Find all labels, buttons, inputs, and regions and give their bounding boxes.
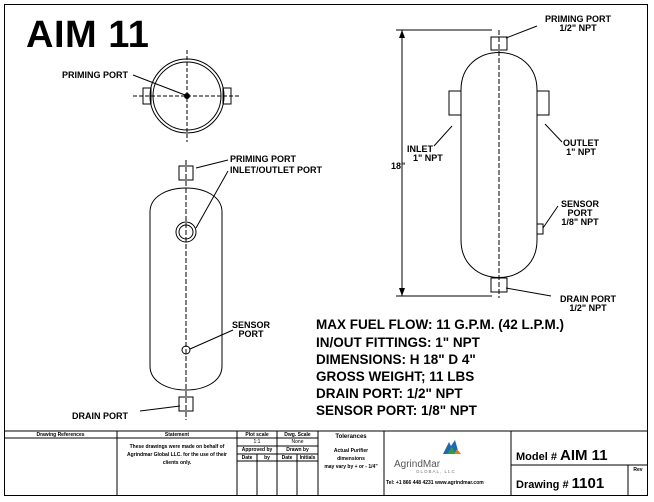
- front-drain-port-label: DRAIN PORT: [72, 411, 128, 421]
- side-view: [396, 25, 563, 298]
- model-number: Model # AIM 11: [516, 447, 608, 464]
- spec-line: SENSOR PORT: 1/8" NPT: [316, 403, 477, 418]
- spec-line: DIMENSIONS: H 18" D 4": [316, 352, 476, 367]
- front-view: [139, 159, 234, 420]
- title-block-lines: [4, 430, 648, 496]
- revision-header: Rev: [633, 467, 643, 473]
- drawn-by-header: Drawn by: [286, 447, 309, 453]
- approved-date-header: Date: [241, 455, 253, 461]
- approved-by-header: Approved by: [241, 447, 273, 453]
- top-view: [132, 50, 241, 142]
- tolerances-header: Tolerances: [335, 434, 367, 440]
- dwg-scale-header: Dwg. Scale: [284, 432, 311, 438]
- company-logo: AgrindMar GLOBAL, LLC: [394, 459, 456, 474]
- drawing-title: AIM 11: [26, 14, 150, 56]
- spec-line: DRAIN PORT: 1/2" NPT: [316, 386, 463, 401]
- dwg-scale-value: None: [291, 439, 304, 445]
- top-priming-port-label: PRIMING PORT: [62, 70, 129, 80]
- front-priming-port-label: PRIMING PORT: [230, 154, 297, 164]
- height-dimension-label: 18": [391, 161, 406, 171]
- drawn-date-header: Date: [281, 455, 293, 461]
- spec-line: GROSS WEIGHT; 11 LBS: [316, 369, 475, 384]
- approved-by-col-header: by: [264, 455, 270, 461]
- front-inlet-outlet-label: INLET/OUTLET PORT: [230, 165, 322, 175]
- plot-scale-value: 1:1: [253, 439, 261, 445]
- drawing-frame: [4, 4, 648, 496]
- plot-scale-header: Plot scale: [245, 432, 269, 438]
- drawing-number: Drawing # 1101: [516, 475, 605, 492]
- drawing-references-header: Drawing References: [36, 432, 85, 438]
- statement-header: Statement: [164, 432, 190, 438]
- spec-line: MAX FUEL FLOW: 11 G.P.M. (42 L.P.M.): [316, 317, 565, 332]
- initials-header: Initials: [299, 455, 316, 461]
- spec-line: IN/OUT FITTINGS: 1" NPT: [316, 335, 480, 350]
- contact-info: Tel: +1 866 448 4231 www.agrindmar.com: [386, 480, 484, 486]
